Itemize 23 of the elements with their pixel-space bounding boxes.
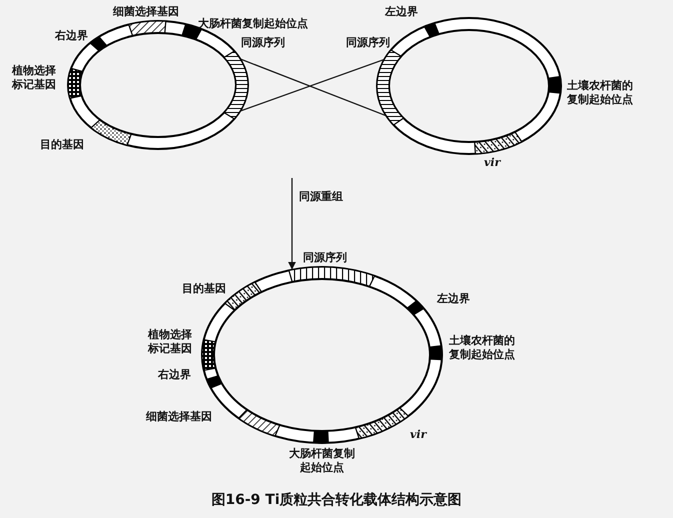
part-label: 大肠杆菌复制起始位点 (198, 17, 308, 31)
caption: 图16-9 Ti质粒共合转化载体结构示意图 (211, 492, 462, 508)
arrow (288, 178, 296, 270)
part-label: 植物选择标记基因 (148, 328, 193, 356)
part-label: vir (484, 156, 500, 170)
part-label: 植物选择标记基因 (12, 64, 57, 92)
part-label: 目的基因 (182, 282, 226, 296)
part-label: 左边界 (437, 292, 470, 306)
part-label: 右边界 (158, 368, 191, 382)
part-label: vir (410, 428, 426, 442)
part-label: 目的基因 (40, 138, 84, 152)
part-label: 土壤农杆菌的复制起始位点 (567, 79, 634, 107)
part-label: 左边界 (385, 5, 418, 19)
part-label: 大肠杆菌复制起始位点 (288, 447, 356, 475)
part-label: 细菌选择基因 (146, 410, 212, 424)
edge-label: 同源重组 (299, 190, 343, 204)
part-label: 右边界 (55, 29, 88, 43)
plasmid-ring-drawing (346, 17, 562, 155)
segment-label: 同源序列 (241, 36, 285, 49)
part-label: 细菌选择基因 (113, 5, 179, 19)
part-label: 土壤农杆菌的复制起始位点 (449, 334, 516, 362)
segment-label: 同源序列 (346, 36, 390, 49)
part-label: 同源序列 (303, 251, 347, 265)
